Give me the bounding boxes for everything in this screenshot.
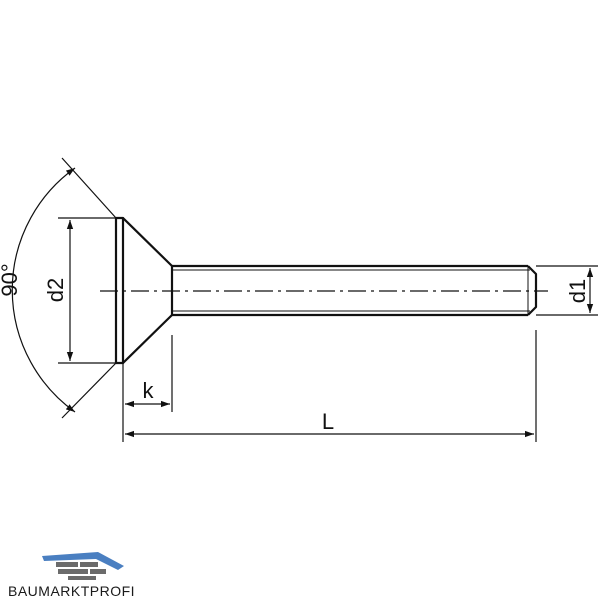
head-height-label: k: [143, 378, 155, 403]
head-diameter-label: d2: [43, 278, 68, 302]
brand-name: BAUMARKTPROFI: [8, 583, 136, 599]
head-cone-top: [122, 217, 173, 267]
extension-lines: [58, 157, 598, 442]
baumarktprofi-logo-icon: [42, 552, 124, 580]
angle-label: 90°: [0, 263, 22, 296]
dimension-lines: [11, 167, 594, 438]
shank-diameter-label: d1: [565, 279, 590, 303]
head-cone-bottom: [122, 314, 173, 364]
angle-dimension-arc: [11, 167, 76, 413]
length-label: L: [322, 409, 334, 434]
